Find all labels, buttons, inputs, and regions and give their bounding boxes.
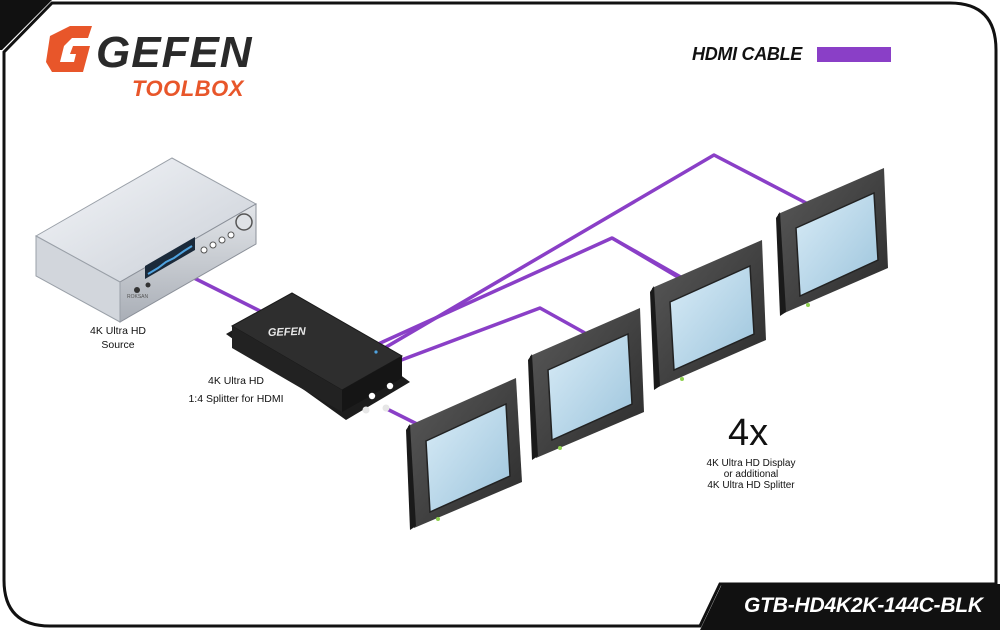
- source-label: 4K Ultra HD Source: [68, 324, 168, 352]
- frame-notch-top-left: [0, 0, 52, 50]
- gefen-logo-mark: [46, 26, 92, 72]
- display-2: [528, 308, 644, 460]
- source-volume-knob: [235, 213, 253, 231]
- display-3: [650, 240, 766, 390]
- splitter-device: GEFEN: [226, 292, 410, 420]
- display-label: 4K Ultra HD Display or additional 4K Ult…: [686, 458, 816, 491]
- splitter-front: [342, 356, 402, 412]
- source-side: [35, 235, 121, 323]
- display-4: [776, 168, 888, 316]
- source-label-line2: Source: [101, 339, 135, 351]
- model-number: GTB-HD4K2K-144C-BLK: [744, 594, 983, 617]
- cable-source-to-splitter: [189, 274, 263, 314]
- display-label-line3: 4K Ultra HD Splitter: [707, 480, 795, 491]
- cable-out-2: [375, 153, 811, 355]
- splitter-brand-label: GEFEN: [268, 326, 307, 339]
- splitter-label: 4K Ultra HD 1:4 Splitter for HDMI: [168, 374, 304, 406]
- source-device: ROKSAN: [34, 157, 258, 323]
- source-brand-label: ROKSAN: [127, 294, 149, 300]
- hdmi-cable-swatch: [817, 47, 891, 62]
- model-tab: [700, 584, 1000, 630]
- display-label-line1: 4K Ultra HD Display: [706, 458, 796, 469]
- splitter-left: [232, 326, 342, 412]
- brand-subtitle: TOOLBOX: [132, 76, 244, 101]
- brand-name: GEFEN: [96, 28, 253, 77]
- display-label-line2: or additional: [723, 469, 779, 480]
- cable-out-3: [379, 306, 586, 370]
- source-label-line1: 4K Ultra HD: [89, 325, 146, 337]
- display-count: 4x: [728, 412, 769, 454]
- legend-label: HDMI CABLE: [692, 44, 802, 64]
- display-1: [406, 378, 522, 530]
- splitter-label-line2: 1:4 Splitter for HDMI: [188, 393, 284, 405]
- splitter-label-line1: 4K Ultra HD: [207, 375, 264, 387]
